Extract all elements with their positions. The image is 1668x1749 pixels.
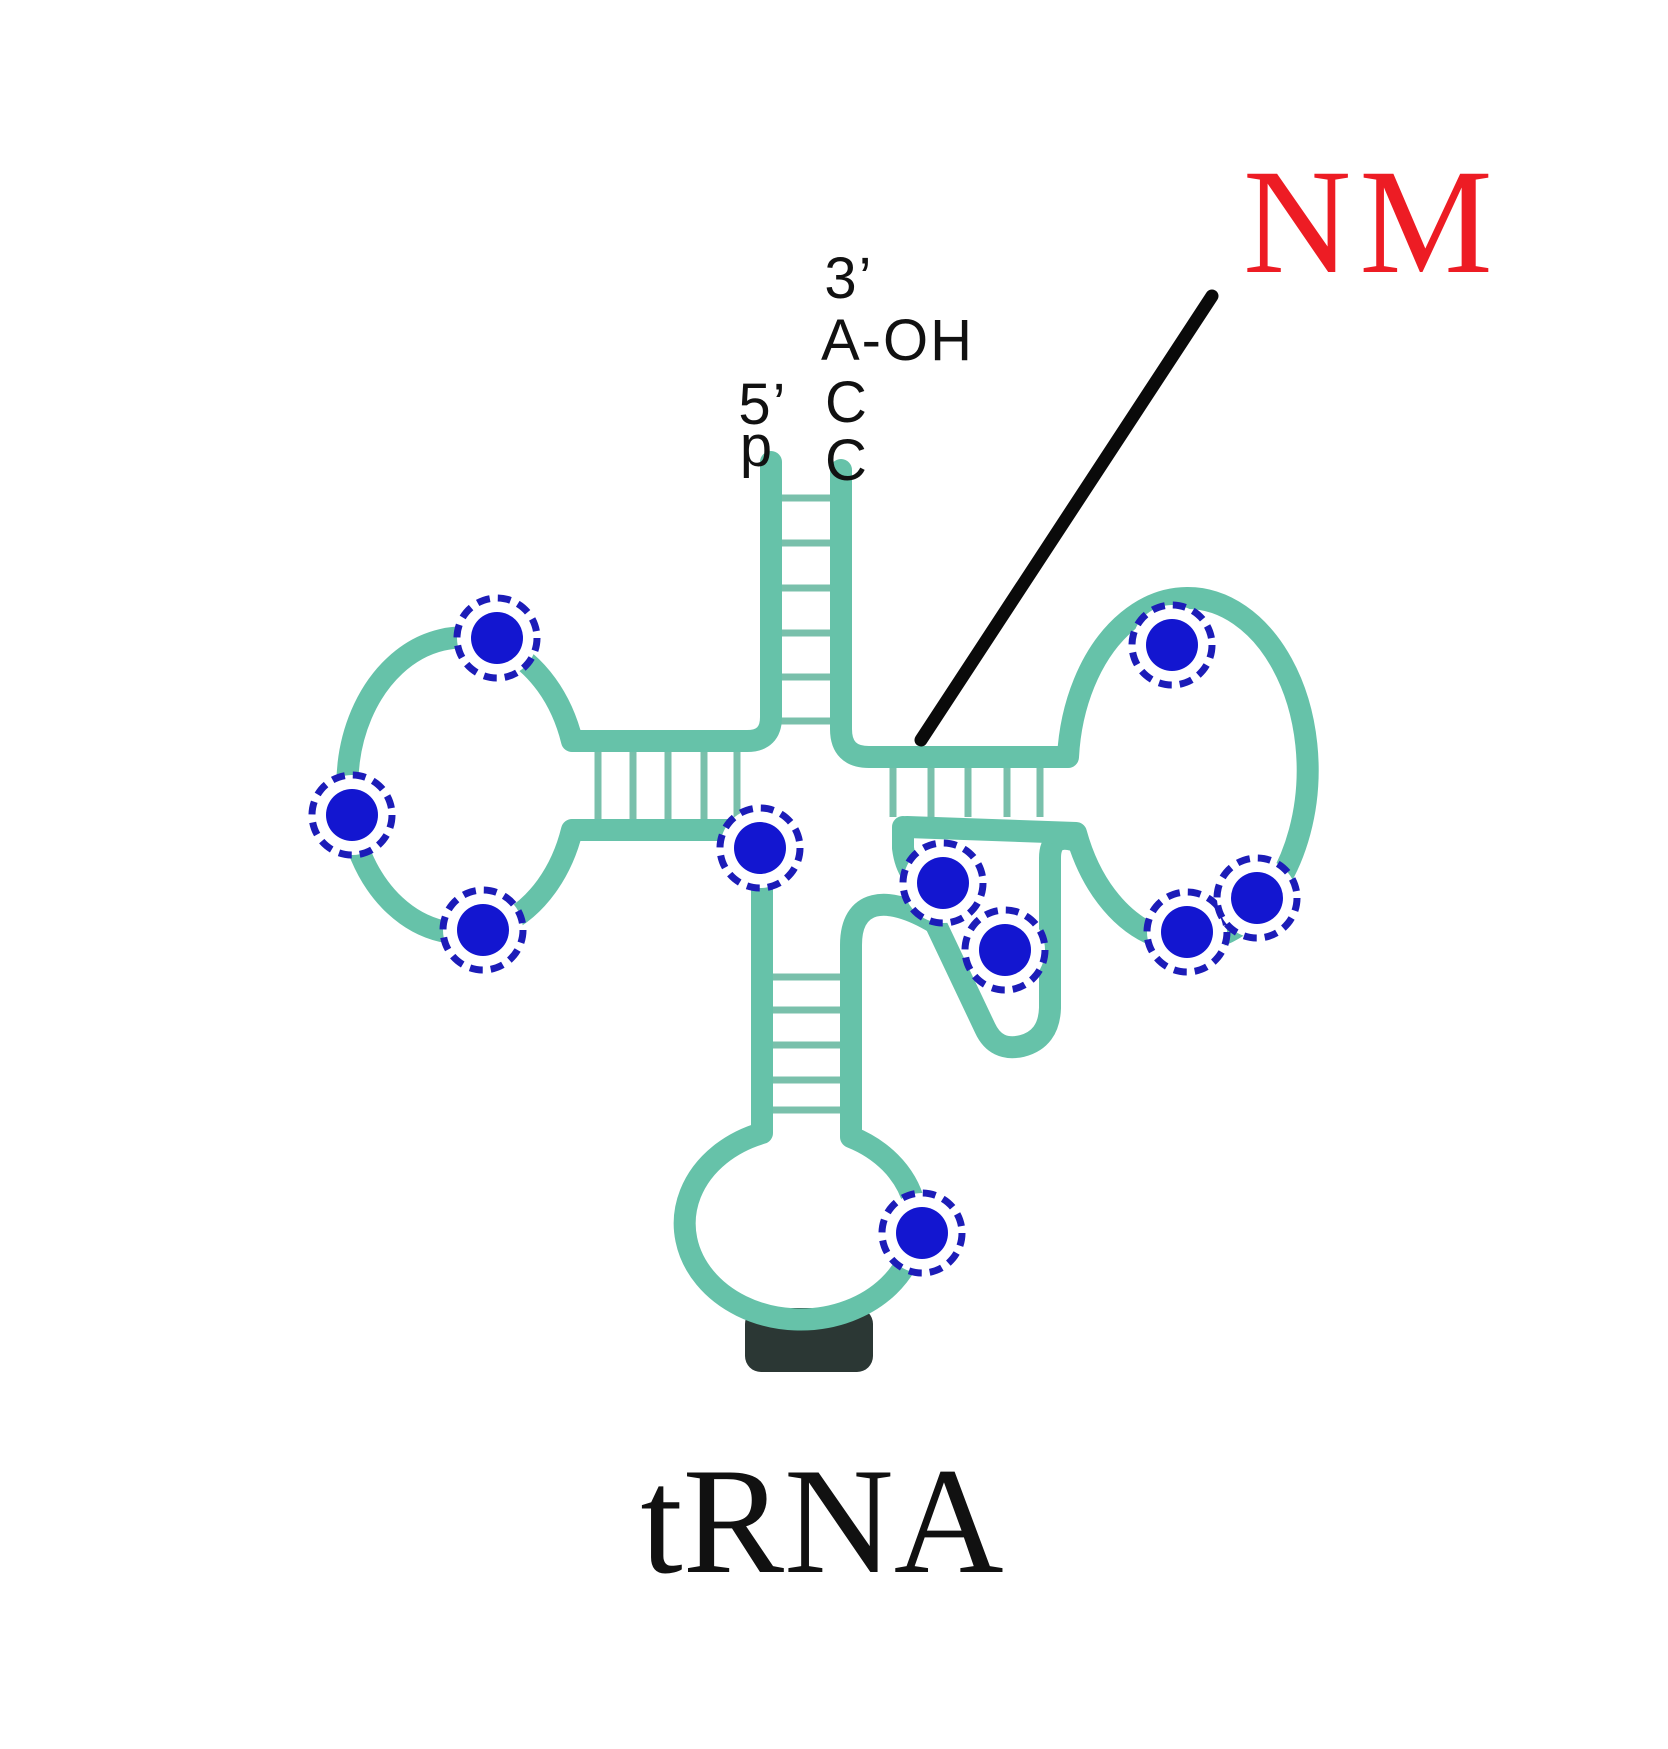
label-cytosine-1: C xyxy=(825,370,869,435)
label-acceptor-a-oh: A-OH xyxy=(821,308,974,373)
modification-core-icon xyxy=(471,612,523,664)
modification-site xyxy=(308,771,396,859)
label-three-prime: 3’ xyxy=(824,246,873,311)
nm-callout-label: NM xyxy=(1243,139,1501,305)
modification-site xyxy=(716,804,804,892)
trna-title: tRNA xyxy=(640,1437,1003,1605)
modification-core-icon xyxy=(734,822,786,874)
modification-site xyxy=(1128,601,1216,689)
modification-site xyxy=(878,1189,966,1277)
base-pair-rungs xyxy=(594,494,1044,1114)
modification-core-icon xyxy=(326,789,378,841)
modification-core-icon xyxy=(896,1207,948,1259)
strand-end-labels: 3’ A-OH C C 5’ p xyxy=(738,246,974,493)
modification-core-icon xyxy=(1146,619,1198,671)
modification-core-icon xyxy=(917,857,969,909)
modification-site xyxy=(1143,888,1231,976)
modification-site xyxy=(899,839,987,927)
label-cytosine-2: C xyxy=(825,428,869,493)
modification-core-icon xyxy=(979,924,1031,976)
label-phosphate: p xyxy=(740,414,774,479)
modification-core-icon xyxy=(1231,872,1283,924)
modification-site xyxy=(439,886,527,974)
modification-site xyxy=(1213,854,1301,942)
modification-site xyxy=(961,906,1049,994)
modification-core-icon xyxy=(1161,906,1213,958)
nm-pointer-line xyxy=(914,289,1219,747)
modification-core-icon xyxy=(457,904,509,956)
label-five-prime: 5’ xyxy=(738,372,787,437)
modification-sites xyxy=(308,594,1301,1277)
modification-site xyxy=(453,594,541,682)
